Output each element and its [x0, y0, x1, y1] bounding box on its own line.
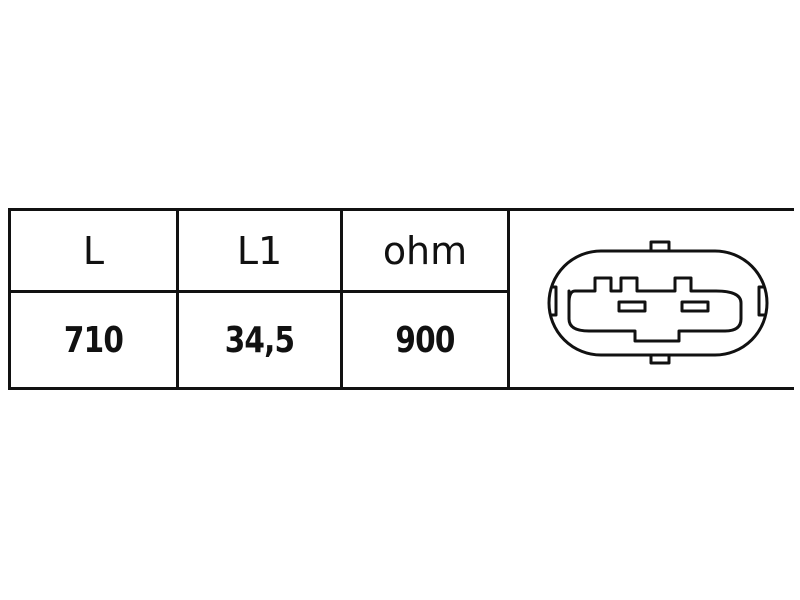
header-l1: L1	[236, 228, 283, 273]
connector-inner-cavity	[567, 276, 743, 343]
column-divider	[507, 211, 510, 387]
header-ohm: ohm	[382, 228, 468, 273]
spec-table: L L1 ohm 710 34,5 900	[8, 208, 794, 390]
connector-pin-right	[680, 300, 710, 313]
column-divider	[340, 211, 343, 387]
connector-left-latch	[551, 285, 558, 317]
row-divider	[11, 290, 510, 293]
connector-right-latch	[757, 285, 765, 317]
connector-pin-left	[617, 300, 647, 313]
connector-housing	[547, 249, 769, 357]
value-l1: 34,5	[224, 319, 295, 361]
value-ohm: 900	[395, 319, 455, 361]
header-l: L	[82, 228, 105, 273]
two-pin-connector-icon	[547, 240, 769, 365]
column-divider	[176, 211, 179, 387]
connector-top-key	[649, 240, 671, 251]
connector-bottom-key	[649, 355, 671, 365]
value-l: 710	[63, 319, 124, 361]
